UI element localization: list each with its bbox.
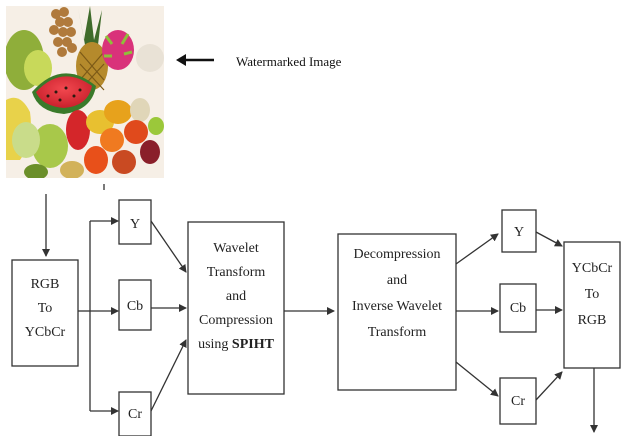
image-caption: Watermarked Image bbox=[236, 54, 342, 69]
cr-channel-block-out bbox=[499, 377, 537, 425]
y-channel-label-in: Y bbox=[130, 217, 140, 232]
rgb-to-ycbcr-line-3: YCbCr bbox=[25, 325, 66, 340]
cb-channel-label-out: Cb bbox=[510, 301, 526, 316]
cb-channel-label-in: Cb bbox=[127, 299, 143, 314]
watermarked-image bbox=[6, 6, 164, 178]
rgb-to-ycbcr-block bbox=[11, 259, 79, 367]
compression-line-1: Wavelet bbox=[213, 241, 259, 256]
rgb-to-ycbcr-line-1: RGB bbox=[31, 277, 60, 292]
ycbcr-to-rgb-line-2: To bbox=[585, 287, 600, 302]
ycbcr-to-rgb-line-3: RGB bbox=[578, 313, 607, 328]
compression-line-3: and bbox=[226, 289, 246, 304]
cb-channel-block-in bbox=[118, 279, 152, 331]
compression-line-2: Transform bbox=[207, 265, 266, 280]
compression-block bbox=[187, 221, 285, 395]
compression-line-5: using SPIHT bbox=[198, 337, 275, 352]
y-channel-label-out: Y bbox=[514, 225, 524, 240]
decompression-block bbox=[337, 233, 457, 391]
decompression-line-4: Transform bbox=[368, 325, 427, 340]
cb-channel-block-out bbox=[499, 283, 537, 333]
y-channel-block-out bbox=[501, 209, 537, 253]
caption-arrow-head-icon bbox=[176, 54, 186, 66]
decompression-line-3: Inverse Wavelet bbox=[352, 299, 442, 314]
cr-channel-label-in: Cr bbox=[128, 407, 142, 422]
compression-line-4: Compression bbox=[199, 313, 273, 328]
decompression-line-2: and bbox=[387, 273, 407, 288]
ycbcr-to-rgb-line-1: YCbCr bbox=[572, 261, 613, 276]
y-channel-block-in bbox=[118, 199, 152, 245]
cr-channel-block-in bbox=[118, 391, 152, 436]
decompression-line-1: Decompression bbox=[353, 247, 440, 262]
rgb-to-ycbcr-line-2: To bbox=[38, 301, 53, 316]
ycbcr-to-rgb-block bbox=[563, 241, 621, 369]
cr-channel-label-out: Cr bbox=[511, 394, 525, 409]
